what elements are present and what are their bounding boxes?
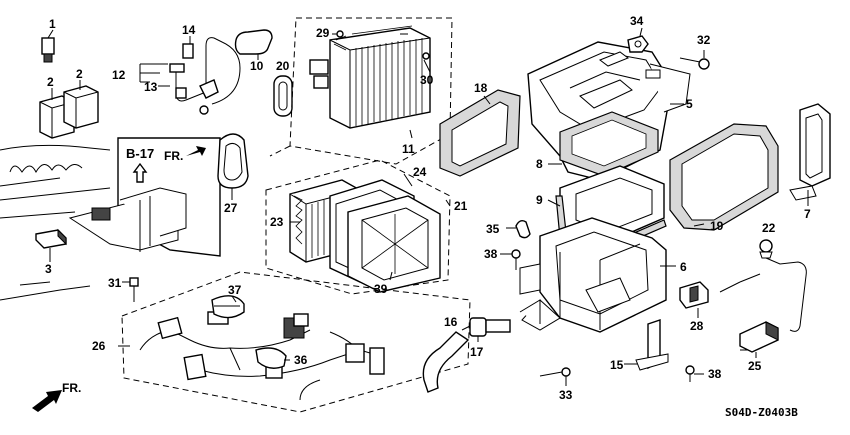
callout-numbers: 1 2 2 3 5 6 7 8 9 10 11 12 13 14 15 16 1…: [45, 14, 811, 402]
callout-36: 36: [294, 353, 308, 367]
callout-29: 29: [316, 26, 330, 40]
callout-27: 27: [224, 201, 238, 215]
screw-part-33: [539, 367, 571, 386]
callout-12: 12: [112, 68, 126, 82]
lower-housing-part-6: [519, 217, 667, 333]
drain-hose-part-16: [422, 331, 470, 393]
screw-part-38-upper: [500, 249, 521, 270]
callout-16: 16: [444, 315, 458, 329]
connector-part-3: [35, 228, 67, 262]
front-arrow-label: FR.: [62, 381, 81, 395]
seal-part-10: [234, 29, 273, 60]
callout-13: 13: [144, 80, 158, 94]
bracket-part-7: [789, 103, 831, 206]
sensor-tube-assembly: [139, 36, 241, 115]
callout-3: 3: [45, 262, 52, 276]
connector-part-28: [679, 281, 709, 318]
foam-gasket-part-18: [439, 89, 521, 177]
callout-18: 18: [474, 81, 488, 95]
inset-direction-label: FR.: [164, 149, 183, 163]
bracket-part-15: [624, 319, 669, 371]
screw-part-38-lower: [685, 365, 704, 382]
callout-31: 31: [108, 276, 122, 290]
callout-2-b: 2: [76, 67, 83, 81]
callout-20: 20: [276, 59, 290, 73]
inset-view-b17: B-17 FR.: [68, 137, 221, 257]
callout-8: 8: [536, 157, 543, 171]
callout-24: 24: [413, 165, 427, 179]
callout-38-lower: 38: [708, 367, 722, 381]
callout-17: 17: [470, 345, 484, 359]
callout-1: 1: [49, 17, 56, 31]
callout-9: 9: [536, 193, 543, 207]
callout-14: 14: [182, 23, 196, 37]
grommet-part-17: [469, 317, 511, 342]
callout-30: 30: [420, 73, 434, 87]
up-arrow-icon: [132, 162, 148, 183]
sensor-wire-assembly: [719, 239, 807, 358]
relay-parts-2: [39, 80, 99, 139]
wire-harness-group-box: [121, 271, 471, 413]
foam-gasket-part-19: [669, 123, 779, 231]
callout-22: 22: [762, 221, 776, 235]
callout-38-upper: 38: [484, 247, 498, 261]
wire-harness: [139, 295, 385, 401]
bolt-part-31: [122, 277, 139, 302]
callout-21: 21: [454, 199, 468, 213]
callout-10: 10: [250, 59, 264, 73]
callout-19: 19: [710, 219, 724, 233]
evaporator-group-box: [269, 17, 453, 165]
filter-group-box: [265, 159, 451, 295]
filter-frame-part-39: [347, 195, 441, 293]
callout-34: 34: [630, 14, 644, 28]
callout-11: 11: [402, 142, 415, 156]
front-arrow: FR.: [32, 381, 81, 412]
bolt-part-32: [679, 50, 710, 70]
gasket-part-27: [217, 133, 249, 200]
callout-6: 6: [680, 260, 687, 274]
callout-5: 5: [686, 97, 693, 111]
callout-37: 37: [228, 283, 242, 297]
gasket-part-20: [273, 75, 293, 117]
front-arrow-icon: [32, 390, 62, 412]
callout-32: 32: [697, 33, 711, 47]
nut-part-34: [627, 27, 649, 53]
callout-7: 7: [804, 207, 811, 221]
callout-23: 23: [270, 215, 284, 229]
callout-33: 33: [559, 388, 573, 402]
callout-2-a: 2: [47, 75, 54, 89]
callout-leader-lines: [118, 33, 748, 361]
front-direction-arrow-icon: [186, 146, 206, 156]
clip-part-35: [515, 219, 531, 239]
connector-part-1: [41, 29, 55, 63]
callout-25: 25: [748, 359, 762, 373]
callout-28: 28: [690, 319, 704, 333]
figure-code: S04D-Z0403B: [725, 406, 798, 419]
evaporator-core: [309, 25, 431, 129]
foam-seal-part-8: [559, 111, 659, 177]
dashboard-bracket: [0, 144, 111, 301]
inset-view-label: B-17: [126, 146, 154, 161]
callout-39: 39: [374, 282, 388, 296]
callout-26: 26: [92, 339, 106, 353]
callout-15: 15: [610, 358, 624, 372]
callout-35: 35: [486, 222, 500, 236]
